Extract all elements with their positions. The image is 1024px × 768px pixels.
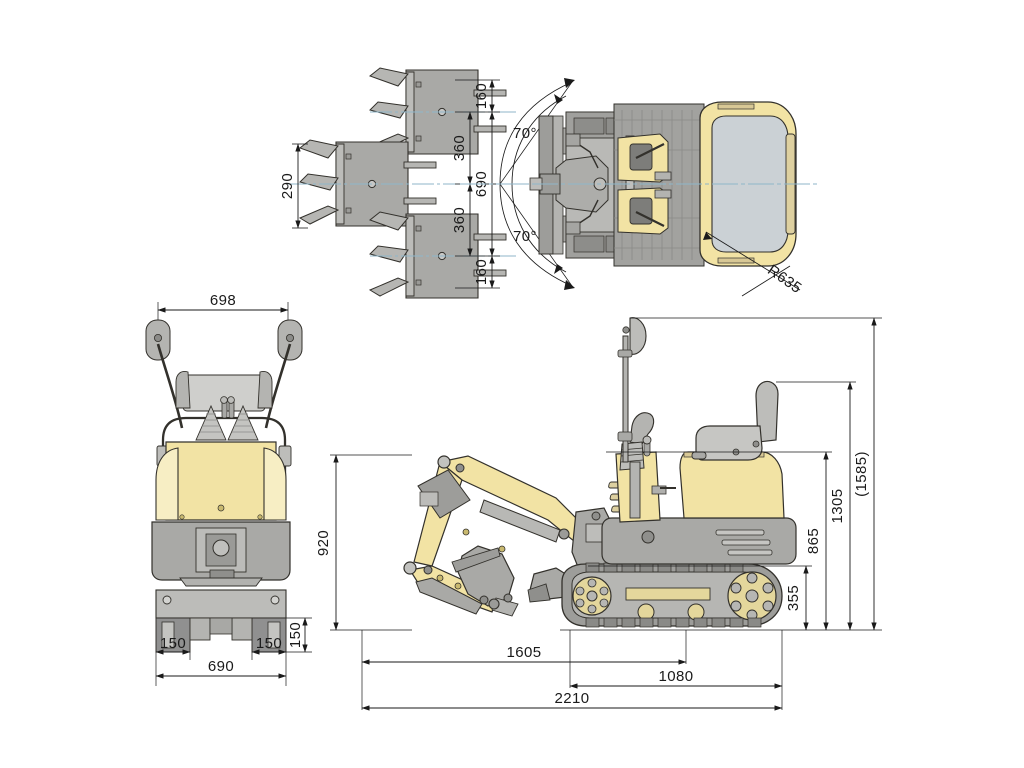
dim-label-360-lower: 360 (451, 207, 468, 233)
mirror-post-side (617, 317, 647, 463)
mirror-right (277, 319, 303, 361)
side-view: 920 (315, 317, 882, 711)
dim-label-160-upper: 160 (473, 83, 490, 109)
swing-angle-arcs (499, 78, 575, 290)
dim-360-lower: 360 (451, 183, 473, 257)
dim-label-2210: 2210 (555, 690, 590, 707)
dim-2210: 2210 (361, 690, 783, 711)
boom-joint-pins (403, 455, 570, 610)
track-idler (572, 576, 612, 616)
top-view: 70° 70° (460, 78, 820, 297)
dim-label-920: 920 (315, 530, 332, 556)
operator-seat-side (691, 380, 779, 461)
bottom-dim-ext-lines (361, 630, 783, 710)
track-assembly-side (561, 562, 783, 628)
dim-label-355: 355 (785, 585, 802, 611)
track-frame-front (155, 589, 287, 653)
dim-690-front: 690 (155, 658, 287, 679)
body-vents-lower (715, 529, 773, 556)
dim-label-290: 290 (279, 173, 296, 199)
dim-label-865: 865 (805, 528, 822, 554)
dim-label-1305: 1305 (829, 489, 846, 524)
arm-cylinder (479, 499, 561, 543)
dim-label-150-vertical: 150 (287, 622, 304, 648)
dim-1305: 1305 (829, 381, 853, 631)
seat-backrest (755, 380, 779, 443)
dim-290: 290 (279, 143, 308, 229)
dim-label-1605: 1605 (507, 644, 542, 661)
mirror-head-side (629, 317, 647, 355)
joystick-lever (629, 412, 655, 445)
bucket-lower (369, 211, 518, 299)
dim-label-360-upper: 360 (451, 135, 468, 161)
bucket-upper (369, 67, 518, 155)
dim-160-upper: 160 (473, 79, 495, 113)
dim-label-698: 698 (210, 292, 236, 309)
dim-1080: 1080 (569, 668, 783, 689)
angle-label-70-upper: 70° (513, 125, 537, 142)
dim-label-150-left: 150 (160, 635, 186, 652)
dim-label-1080: 1080 (659, 668, 694, 685)
track-sprocket (727, 571, 777, 621)
dim-865: 865 (805, 451, 829, 631)
machine-body-side (601, 517, 797, 565)
mirror-arms (156, 343, 292, 429)
front-view: 698 (145, 292, 312, 686)
dim-150-left: 150 (155, 635, 191, 655)
dim-1605: 1605 (361, 644, 687, 665)
operator-controls-plan (617, 133, 672, 235)
boom-cylinder (417, 469, 471, 519)
angle-label-70-lower: 70° (513, 228, 537, 245)
dim-label-150-right: 150 (256, 635, 282, 652)
dim-150-right: 150 (251, 635, 287, 655)
mirror-left (145, 319, 171, 361)
dim-label-690-front: 690 (208, 658, 234, 675)
radius-leader-R635 (703, 231, 801, 297)
dim-160-lower: 160 (473, 255, 495, 289)
seat-back-front (175, 371, 273, 412)
dim-355: 355 (785, 565, 809, 631)
control-console-side (615, 412, 676, 523)
chassis-front (151, 521, 291, 587)
dipper-cylinder (415, 577, 483, 615)
dim-360-upper: 360 (451, 111, 473, 185)
machine-deck-plan (613, 103, 705, 267)
track-shoes (585, 562, 762, 628)
control-levers-front (195, 396, 259, 441)
bucket-swing-detail: 290 160 360 690 360 (279, 67, 528, 299)
dim-label-1585: (1585) (853, 451, 870, 497)
dim-920: 920 (315, 454, 412, 631)
bonnet-front (155, 441, 287, 521)
boom-arm-assembly (403, 455, 589, 617)
dim-1585: (1585) (853, 317, 877, 631)
dim-150-vertical: 150 (286, 617, 312, 653)
dim-label-160-lower: 160 (473, 259, 490, 285)
